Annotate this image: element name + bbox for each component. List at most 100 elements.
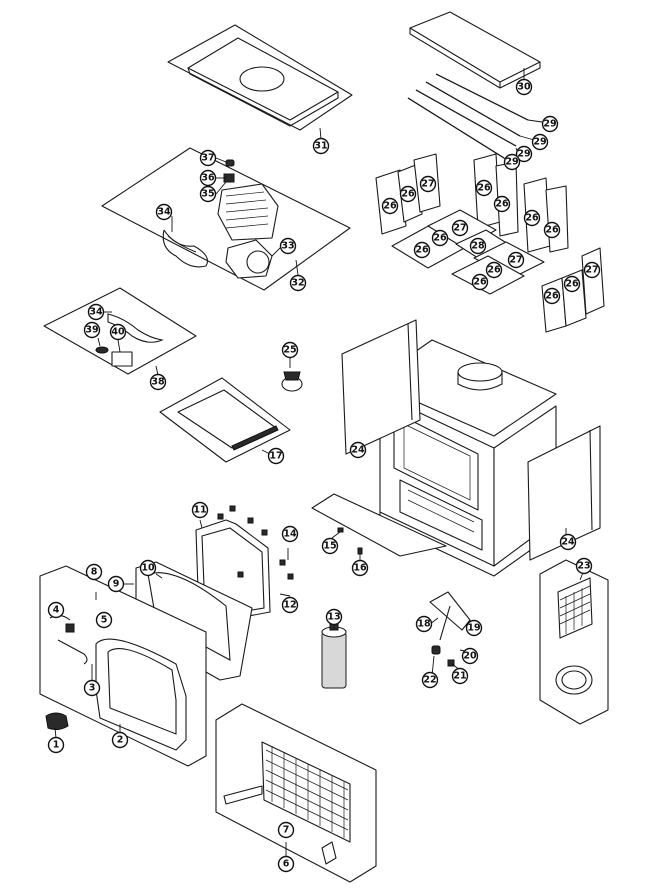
callout-35: 35 [199,185,217,203]
svg-text:26: 26 [545,225,559,236]
svg-text:11: 11 [193,505,206,516]
callout-27a: 27 [419,175,437,193]
ash-lip-group [311,493,447,557]
callout-13: 13 [325,608,343,626]
callout-24b: 24 [559,533,577,551]
svg-text:12: 12 [283,600,296,611]
callout-7: 7 [277,821,295,839]
svg-text:25: 25 [283,345,296,356]
callout-27d: 27 [583,261,601,279]
svg-text:28: 28 [471,241,485,252]
bracket-group [429,591,471,667]
svg-text:30: 30 [517,82,531,93]
callout-29d: 29 [503,153,521,171]
callout-26i: 26 [485,261,503,279]
svg-text:26: 26 [545,291,559,302]
fire-screen-group [215,703,377,883]
callout-40: 40 [109,323,127,341]
ash-panel-group [159,377,291,463]
svg-text:1: 1 [53,740,60,751]
air-tubes-group [407,73,529,159]
callout-4: 4 [47,601,65,619]
callout-12: 12 [281,596,299,614]
callout-26l: 26 [563,275,581,293]
callout-22: 22 [421,671,439,689]
callout-28: 28 [469,237,487,255]
blower-kit-group [101,147,351,291]
svg-text:3: 3 [89,683,96,694]
callout-24a: 24 [349,441,367,459]
callout-26f: 26 [543,221,561,239]
svg-text:37: 37 [201,153,214,164]
svg-text:8: 8 [91,567,98,578]
callout-26b: 26 [399,185,417,203]
svg-text:36: 36 [201,173,215,184]
svg-text:40: 40 [111,327,125,338]
svg-text:27: 27 [421,179,434,190]
svg-text:24: 24 [351,445,365,456]
callout-31: 31 [312,137,330,155]
svg-text:33: 33 [281,241,294,252]
svg-text:29: 29 [505,157,518,168]
callout-26h: 26 [413,241,431,259]
door-handle-group [45,712,69,731]
svg-text:21: 21 [453,671,466,682]
svg-text:26: 26 [433,233,447,244]
svg-text:18: 18 [417,619,431,630]
svg-text:26: 26 [415,245,429,256]
top-panel-group [167,24,353,140]
svg-text:16: 16 [353,563,367,574]
svg-text:26: 26 [565,279,579,290]
callout-21: 21 [451,667,469,685]
svg-text:27: 27 [453,223,466,234]
svg-text:14: 14 [283,529,297,540]
callout-32: 32 [289,274,307,292]
baffle-board-group [409,11,541,89]
callout-26a: 26 [381,197,399,215]
svg-text:20: 20 [463,651,477,662]
svg-text:35: 35 [201,189,214,200]
callout-34a: 34 [155,203,173,221]
callout-15: 15 [321,537,339,555]
svg-text:2: 2 [117,735,124,746]
callout-1: 1 [47,736,65,754]
callout-34b: 34 [87,303,105,321]
callout-26c: 26 [475,179,493,197]
svg-text:26: 26 [525,213,539,224]
svg-text:4: 4 [53,605,60,616]
callout-20: 20 [461,647,479,665]
callout-26e: 26 [523,209,541,227]
callout-36: 36 [199,169,217,187]
svg-text:38: 38 [151,377,165,388]
svg-text:15: 15 [323,541,336,552]
svg-text:26: 26 [487,265,501,276]
callout-29b: 29 [531,133,549,151]
svg-text:7: 7 [283,825,290,836]
callout-29a: 29 [541,115,559,133]
svg-text:26: 26 [477,183,491,194]
callout-33: 33 [279,237,297,255]
svg-text:26: 26 [383,201,397,212]
svg-text:31: 31 [314,141,327,152]
callout-26d: 26 [493,195,511,213]
callout-14: 14 [281,525,299,543]
svg-text:13: 13 [327,612,340,623]
callout-9: 9 [107,575,125,593]
svg-text:39: 39 [85,325,98,336]
svg-text:9: 9 [113,579,120,590]
stove-body-group [341,319,601,577]
callout-29c: 29 [515,145,533,163]
svg-text:6: 6 [283,859,290,870]
damper-group [281,371,303,392]
callout-26g: 26 [431,229,449,247]
callout-17: 17 [267,447,285,465]
svg-text:10: 10 [141,563,155,574]
svg-text:27: 27 [585,265,598,276]
callout-25: 25 [281,341,299,359]
callout-27c: 27 [507,251,525,269]
callout-27b: 27 [451,219,469,237]
door-group [39,565,207,767]
callout-30: 30 [515,78,533,96]
callout-18: 18 [415,615,433,633]
